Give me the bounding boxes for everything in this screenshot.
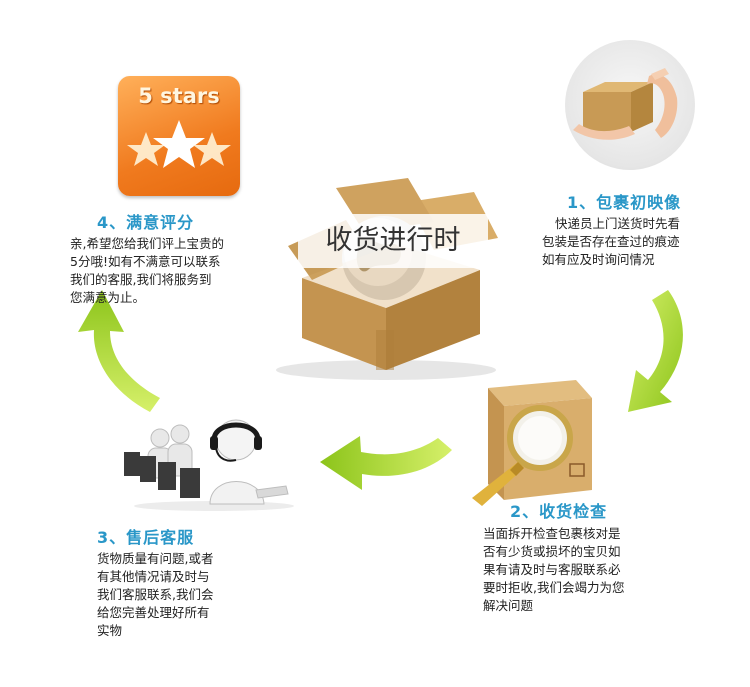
hands-box-icon [573, 68, 678, 140]
arrow-step3-to-step4 [78, 290, 160, 412]
step2-image [472, 380, 592, 506]
five-stars-badge: 5 stars [118, 76, 240, 196]
step1-title: 1、包裹初映像 [567, 193, 682, 212]
step3-description: 货物质量有问题,或者 有其他情况请及时与 我们客服联系,我们会 给您完善处理好所… [97, 551, 214, 638]
step4-title: 4、满意评分 [97, 213, 195, 232]
step3-image [124, 419, 294, 511]
arrow-step2-to-step3 [320, 436, 452, 490]
arrow-step1-to-step2 [628, 290, 683, 412]
center-label: 收货进行时 [298, 214, 488, 268]
step2-description: 当面拆开检查包裹核对是 否有少货或损坏的宝贝如 果有请及时与客服联系必 要时拒收… [483, 526, 625, 613]
stars-icon [127, 120, 231, 168]
step2-title: 2、收货检查 [510, 502, 608, 521]
step1-image [565, 40, 695, 170]
step4-description: 亲,希望您给我们评上宝贵的 5分哦!如有不满意可以联系 我们的客服,我们将服务到… [70, 236, 224, 305]
step1-description: 快递员上门送货时先看 包装是否存在查过的痕迹 如有应及时询问情况 [542, 216, 681, 267]
badge-text: 5 stars [138, 84, 220, 108]
center-box-illustration [276, 178, 498, 380]
step3-title: 3、售后客服 [97, 528, 195, 547]
